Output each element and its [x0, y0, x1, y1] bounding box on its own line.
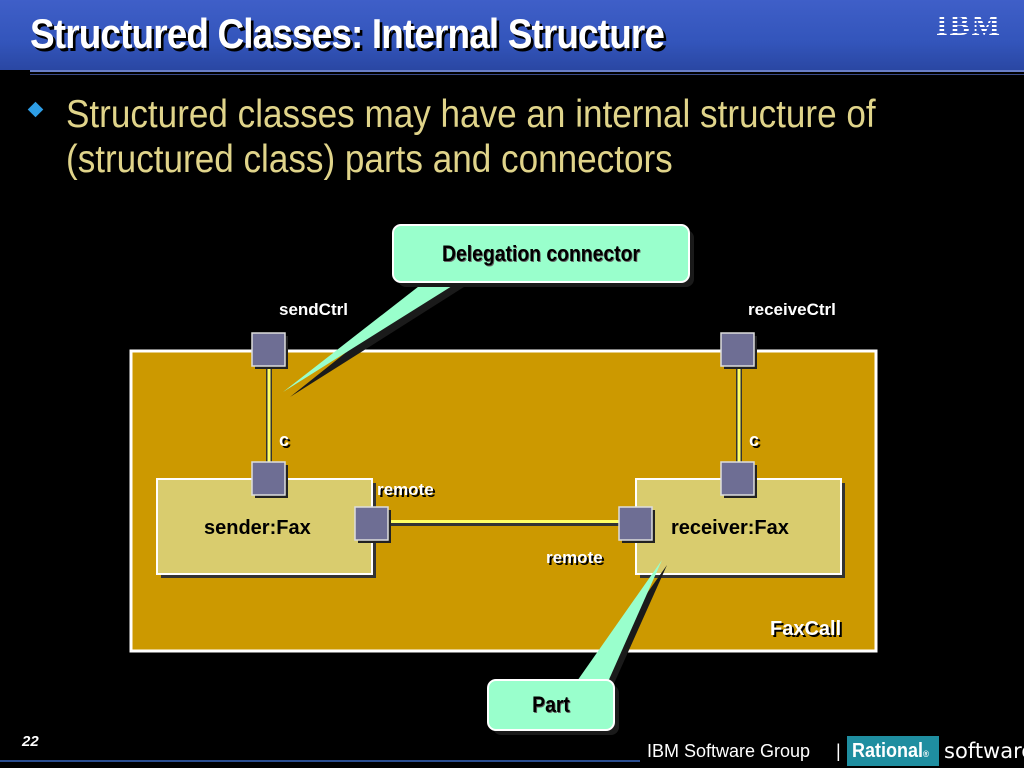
left-connector-label: c [279, 430, 290, 450]
part-callout-box [487, 679, 615, 731]
rational-brand-text: Rational [852, 740, 924, 762]
receive-port [720, 332, 757, 369]
right-connector-label: c [749, 430, 760, 450]
send-port-label: sendCtrl [279, 300, 348, 319]
slide-title: Structured Classes: Internal Structure [30, 10, 665, 57]
title-divider [30, 70, 1024, 72]
footer-separator: | [836, 741, 841, 761]
page-number: 22 [22, 733, 39, 750]
ibm-logo: IBM [936, 9, 1002, 42]
receive-port-label: receiveCtrl [748, 300, 836, 319]
rational-brand: Rational® [852, 740, 929, 763]
sender-top-port [251, 461, 288, 498]
sender-part-label: sender:Fax [204, 517, 311, 539]
receiver-remote-port [618, 506, 655, 543]
software-wordmark: software [944, 739, 1024, 763]
assembly-connector [386, 520, 622, 523]
footer-group-name: IBM Software Group [647, 741, 811, 761]
delegation-callout-box [392, 224, 690, 283]
receiver-part-label: receiver:Fax [671, 517, 789, 539]
send-port [251, 332, 288, 369]
delegation-callout-pointer [283, 276, 468, 392]
rational-logo [847, 736, 939, 766]
remote-label-top: remote [377, 480, 434, 499]
title-divider-shadow [30, 74, 1024, 75]
receiver-top-port [720, 461, 757, 498]
delegation-callout-label: Delegation connector [442, 241, 640, 266]
part-callout-pointer [575, 560, 662, 684]
bullet-text: Structured classes may have an internal … [66, 93, 876, 181]
remote-label-bottom: remote [546, 548, 603, 567]
sender-remote-port [354, 506, 391, 543]
part-callout-label: Part [532, 692, 570, 717]
footer-divider [0, 760, 640, 762]
faxcall-class-label: FaxCall [770, 618, 842, 640]
registered-mark: ® [923, 749, 929, 759]
title-bar [0, 0, 1024, 70]
